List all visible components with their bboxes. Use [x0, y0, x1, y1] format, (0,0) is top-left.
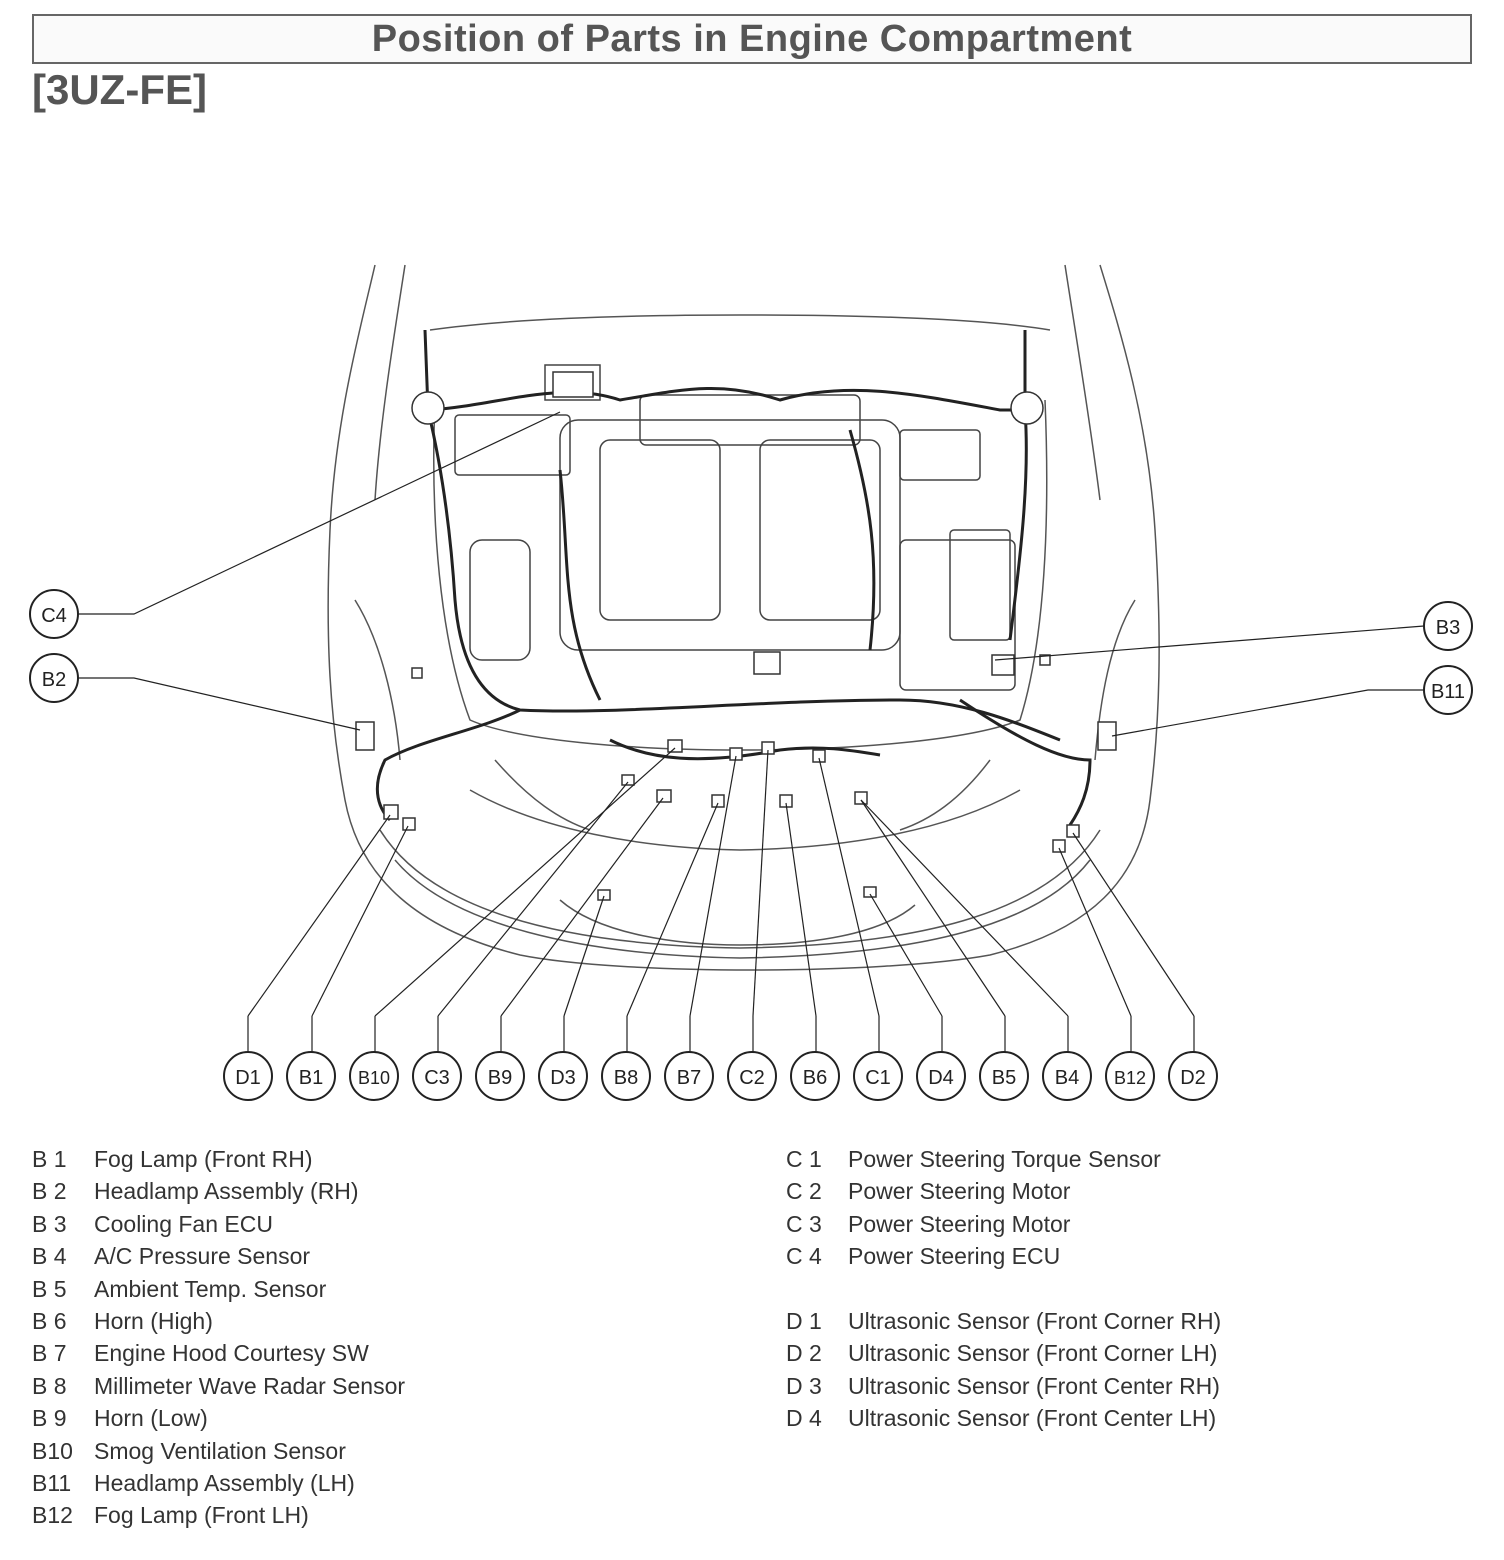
- legend-code: B 9: [32, 1405, 67, 1432]
- engine-code: [3UZ-FE]: [32, 66, 207, 113]
- legend-part-name: Fog Lamp (Front RH): [94, 1146, 313, 1172]
- callout-label: D3: [550, 1067, 576, 1089]
- callout-label: C1: [865, 1067, 891, 1089]
- callout-label: D4: [928, 1067, 954, 1089]
- callout-label: D2: [1180, 1067, 1206, 1089]
- callout-b4: B4: [1042, 1051, 1092, 1101]
- callout-b12: B12: [1105, 1051, 1155, 1101]
- legend-code: C 3: [786, 1210, 822, 1237]
- callout-d4: D4: [916, 1051, 966, 1101]
- callout-label: B10: [358, 1068, 390, 1088]
- legend-code: D 2: [786, 1340, 822, 1367]
- legend-code: D 4: [786, 1405, 822, 1432]
- legend-code: C 1: [786, 1146, 822, 1172]
- side-callouts: C4 B2 B3 B11: [29, 589, 1473, 715]
- callout-b6: B6: [790, 1051, 840, 1101]
- car-body-outline: [327, 264, 1160, 971]
- legend-part-name: Headlamp Assembly (LH): [94, 1470, 355, 1496]
- legend-code: B 1: [32, 1146, 67, 1172]
- title-bar: Position of Parts in Engine Compartment: [32, 14, 1472, 64]
- legend-part-name: Ultrasonic Sensor (Front Center RH): [848, 1372, 1220, 1399]
- legend-code: D 3: [786, 1372, 822, 1399]
- callout-label: B12: [1114, 1068, 1146, 1088]
- callout-b5: B5: [979, 1051, 1029, 1101]
- callout-d3: D3: [538, 1051, 588, 1101]
- legend-part-name: Smog Ventilation Sensor: [94, 1437, 346, 1464]
- legend-part-name: A/C Pressure Sensor: [94, 1243, 311, 1270]
- callout-label: B1: [299, 1067, 323, 1089]
- callout-b9: B9: [475, 1051, 525, 1101]
- callout-label: B8: [614, 1067, 638, 1089]
- callout-d2: D2: [1168, 1051, 1218, 1101]
- legend-part-name: Horn (High): [94, 1308, 213, 1334]
- legend-code: B 8: [32, 1372, 67, 1399]
- legend-code: B 5: [32, 1275, 67, 1302]
- callout-d1: D1: [223, 1051, 273, 1101]
- page-title: Position of Parts in Engine Compartment: [371, 18, 1133, 60]
- legend-code: B 2: [32, 1178, 67, 1205]
- legend-part-name: Horn (Low): [94, 1405, 208, 1432]
- legend-code: B11: [32, 1470, 72, 1496]
- callout-c2: C2: [727, 1051, 777, 1101]
- legend-part-name: Cooling Fan ECU: [94, 1210, 273, 1237]
- legend-part-name: Millimeter Wave Radar Sensor: [94, 1372, 406, 1399]
- legend-part-name: Headlamp Assembly (RH): [94, 1178, 359, 1205]
- callout-label: D1: [235, 1067, 261, 1089]
- callout-c1: C1: [853, 1051, 903, 1101]
- legend-code: B 3: [32, 1210, 67, 1237]
- callout-label: C3: [424, 1067, 450, 1089]
- leader-lines: [78, 411, 1425, 1052]
- legend-part-name: Engine Hood Courtesy SW: [94, 1340, 369, 1367]
- legend-code: B 6: [32, 1308, 67, 1334]
- legend-part-name: Power Steering Motor: [848, 1178, 1071, 1205]
- callout-b11: B11: [1423, 665, 1473, 715]
- connectors: [355, 371, 1117, 901]
- callout-b2: B2: [29, 653, 79, 703]
- legend-code: D 1: [786, 1308, 822, 1334]
- callout-b3-label: B3: [1436, 617, 1460, 639]
- legend-code: B12: [32, 1502, 73, 1529]
- legend-code: C 4: [786, 1243, 822, 1270]
- legend-part-name: Ambient Temp. Sensor: [94, 1275, 327, 1302]
- legend-code: B10: [32, 1437, 73, 1464]
- callout-b7: B7: [664, 1051, 714, 1101]
- callout-label: B5: [992, 1067, 1016, 1089]
- legend-part-name: Power Steering ECU: [848, 1243, 1061, 1270]
- callout-label: C2: [739, 1067, 765, 1089]
- callout-label: B4: [1055, 1067, 1079, 1089]
- legend-part-name: Power Steering Torque Sensor: [848, 1146, 1161, 1172]
- callout-b11-label: B11: [1431, 681, 1465, 703]
- callout-b3: B3: [1423, 601, 1473, 651]
- legend-part-name: Ultrasonic Sensor (Front Center LH): [848, 1405, 1217, 1432]
- legend-code: B 4: [32, 1243, 67, 1270]
- callout-c4: C4: [29, 589, 79, 639]
- legend-part-name: Ultrasonic Sensor (Front Corner LH): [848, 1340, 1218, 1367]
- engine-block: [454, 364, 1016, 691]
- bottom-callouts: D1 B1 B10 C3 B9 D3 B8 B7 C2 B6 C1 D4 B5 B4 B12 D2: [223, 1051, 1218, 1101]
- legend-part-name: Power Steering Motor: [848, 1210, 1071, 1237]
- callout-b2-label: B2: [42, 669, 66, 691]
- callout-label: B6: [803, 1067, 827, 1089]
- callout-c3: C3: [412, 1051, 462, 1101]
- callout-b10: B10: [349, 1051, 399, 1101]
- engine-compartment-diagram: C4 B2 B3 B11 D1 B1 B10 C3 B9 D3 B8 B7 C2 B6 C1 D4 B5…: [29, 264, 1473, 1101]
- legend-part-name: Fog Lamp (Front LH): [94, 1502, 309, 1529]
- callout-label: B9: [488, 1067, 512, 1089]
- callout-b1: B1: [286, 1051, 336, 1101]
- callout-label: B7: [677, 1067, 701, 1089]
- callout-b8: B8: [601, 1051, 651, 1101]
- legend-part-name: Ultrasonic Sensor (Front Corner RH): [848, 1308, 1222, 1334]
- legend-code: C 2: [786, 1178, 822, 1205]
- callout-c4-label: C4: [41, 605, 67, 627]
- legend-code: B 7: [32, 1340, 67, 1367]
